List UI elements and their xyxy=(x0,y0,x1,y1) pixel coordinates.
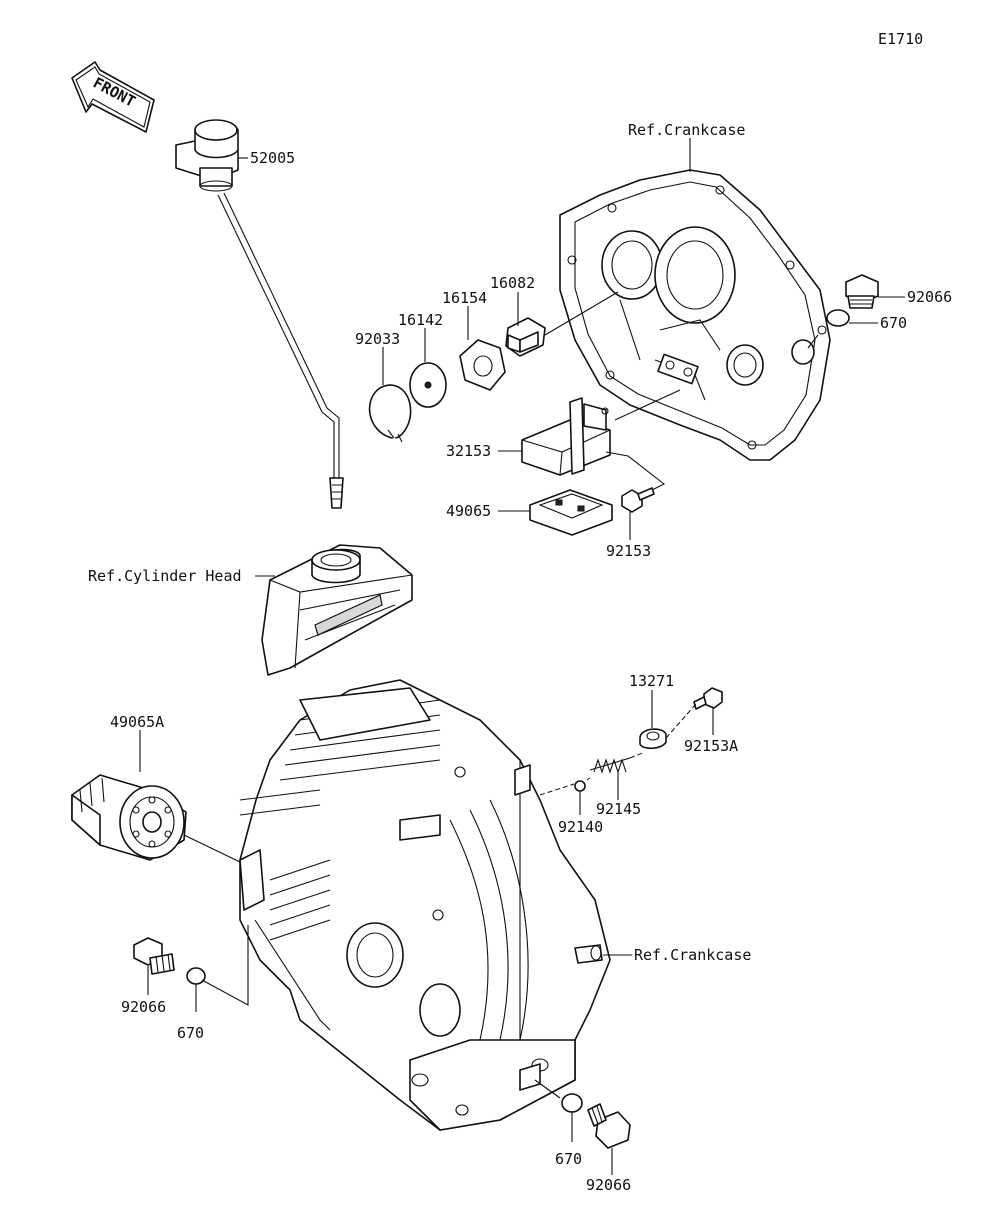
label-92066-bottom: 92066 xyxy=(586,1176,631,1194)
label-49065a: 49065A xyxy=(110,713,164,731)
cylinder-head-part xyxy=(261,544,413,676)
label-92066-upper: 92066 xyxy=(907,288,952,306)
part-49065 xyxy=(529,489,613,536)
label-16082: 16082 xyxy=(490,274,535,292)
bolt-92153a xyxy=(693,687,723,710)
crankcase-main-part xyxy=(239,679,611,1131)
diagram-code: E1710 xyxy=(878,30,923,48)
o-ring-upper-right xyxy=(826,309,850,327)
o-ring-bottom xyxy=(561,1093,583,1113)
label-92145: 92145 xyxy=(596,800,641,818)
o-ring-left xyxy=(186,967,206,985)
part-16142 xyxy=(409,362,447,408)
label-16154: 16154 xyxy=(442,289,487,307)
drain-plug-bottom xyxy=(587,1103,631,1149)
front-arrow-icon: FRONT xyxy=(71,61,155,133)
ball-92140 xyxy=(574,780,586,792)
label-92153a: 92153A xyxy=(684,737,738,755)
label-ref-crankcase-top: Ref.Crankcase xyxy=(628,121,745,139)
label-92153: 92153 xyxy=(606,542,651,560)
label-92033: 92033 xyxy=(355,330,400,348)
crankcase-cover-part xyxy=(559,169,831,461)
label-670-left: 670 xyxy=(177,1024,204,1042)
label-92140: 92140 xyxy=(558,818,603,836)
label-ref-crankcase-bottom: Ref.Crankcase xyxy=(634,946,751,964)
label-92066-left: 92066 xyxy=(121,998,166,1016)
label-ref-cylinder-head: Ref.Cylinder Head xyxy=(88,567,242,585)
label-13271: 13271 xyxy=(629,672,674,690)
label-670-bottom: 670 xyxy=(555,1150,582,1168)
oil-filter-part xyxy=(71,774,187,861)
spring-92145 xyxy=(589,757,631,774)
part-13271 xyxy=(639,728,667,750)
circlip-92033 xyxy=(368,384,412,443)
part-16082 xyxy=(505,317,546,357)
label-52005: 52005 xyxy=(250,149,295,167)
bolt-92153 xyxy=(621,487,655,513)
part-32153 xyxy=(521,397,611,476)
drain-plug-upper-right xyxy=(845,274,879,309)
label-670-upper: 670 xyxy=(880,314,907,332)
label-32153: 32153 xyxy=(446,442,491,460)
label-16142: 16142 xyxy=(398,311,443,329)
drain-plug-left xyxy=(133,937,175,975)
label-49065: 49065 xyxy=(446,502,491,520)
dipstick-part xyxy=(175,119,344,509)
part-16154 xyxy=(459,339,506,391)
